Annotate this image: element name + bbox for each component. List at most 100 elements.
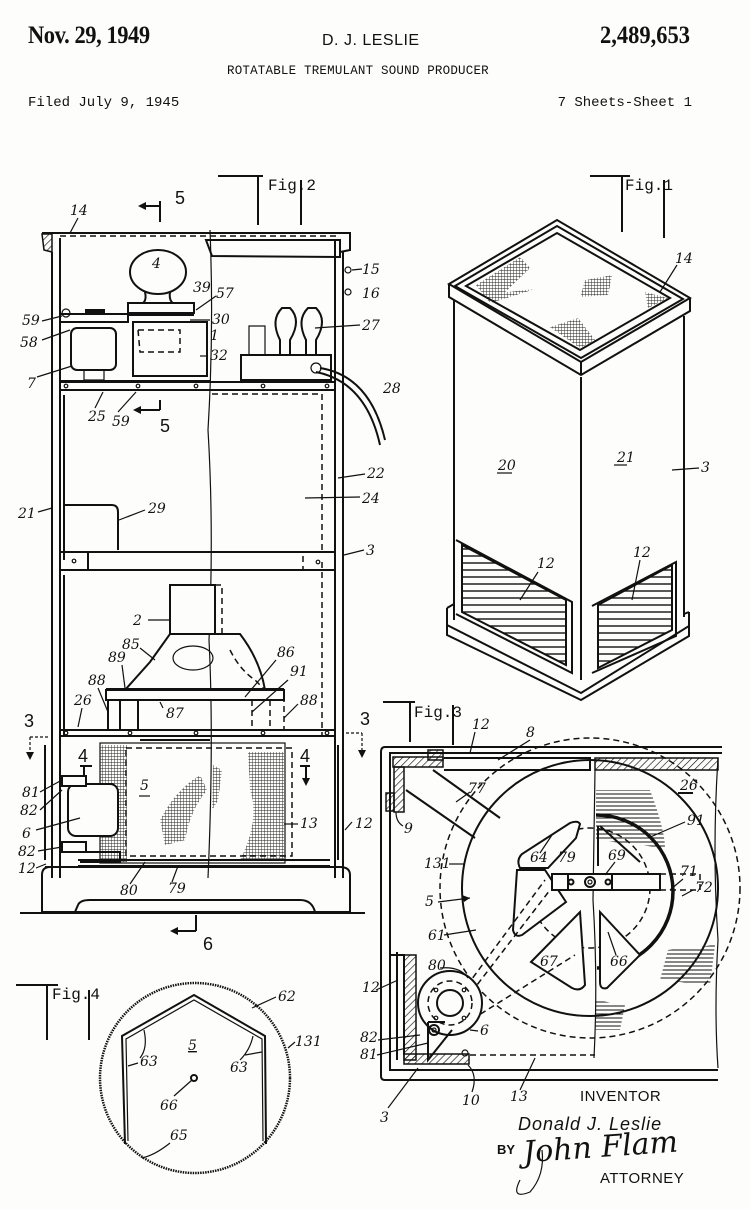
- section-mark-3-left: 3: [24, 711, 48, 760]
- callout: 5: [425, 894, 434, 910]
- section-mark-5-bottom: 5: [133, 400, 170, 436]
- callout: 13: [510, 1089, 528, 1105]
- section-mark-4-left: 4: [78, 746, 92, 776]
- callout: 14: [675, 251, 693, 267]
- callout: 81: [22, 785, 40, 801]
- callout: 66: [160, 1098, 178, 1114]
- callout: 20: [497, 458, 516, 474]
- callout: 91: [290, 664, 308, 680]
- callout: 9: [404, 821, 413, 837]
- figure-1: Fig.1 14 20: [446, 175, 710, 702]
- callout: 8: [526, 725, 535, 741]
- callout: 63: [140, 1054, 158, 1070]
- callout: 82: [360, 1030, 378, 1046]
- fig2-label: Fig.2: [268, 177, 316, 195]
- callout: 28: [382, 381, 401, 397]
- section-label: 5: [175, 188, 185, 208]
- callout: 131: [424, 856, 451, 872]
- callout: 91: [687, 813, 705, 829]
- inventor-heading: INVENTOR: [580, 1088, 662, 1105]
- callout: 7: [27, 376, 36, 392]
- fig2-label-mark: Fig.2: [218, 175, 316, 225]
- callout: 3: [380, 1110, 389, 1126]
- callout: 26: [679, 778, 698, 794]
- section-mark-5-top: 5: [138, 188, 185, 222]
- callout: 131: [295, 1034, 322, 1050]
- callout: 1: [210, 328, 219, 344]
- callout: 67: [540, 954, 558, 970]
- callout: 61: [428, 928, 446, 944]
- fig4-label: Fig.4: [52, 986, 100, 1004]
- callout: 29: [147, 501, 166, 517]
- callout: 12: [362, 980, 380, 996]
- fig2-callouts: 14 4 39 57 30 1 32 59 58 7 15 16: [17, 203, 401, 899]
- callout: 12: [355, 816, 373, 832]
- callout: 21: [17, 506, 36, 522]
- patent-title: ROTATABLE TREMULANT SOUND PRODUCER: [227, 64, 489, 78]
- callout: 79: [558, 850, 576, 866]
- motor-6: [67, 783, 119, 837]
- callout: 59: [112, 414, 130, 430]
- callout: 80: [120, 883, 138, 899]
- callout: 10: [462, 1093, 480, 1109]
- callout: 62: [278, 989, 296, 1005]
- callout: 89: [108, 650, 126, 666]
- callout: 82: [18, 844, 36, 860]
- callout: 63: [230, 1060, 248, 1076]
- callout: 77: [468, 781, 486, 797]
- callout: 86: [277, 645, 295, 661]
- callout: 87: [166, 706, 184, 722]
- attorney-heading: ATTORNEY: [600, 1170, 685, 1187]
- fig3-label: Fig.3: [414, 704, 462, 722]
- callout: 6: [480, 1023, 489, 1039]
- callout: 12: [472, 717, 490, 733]
- callout: 88: [300, 693, 318, 709]
- callout: 32: [210, 348, 228, 364]
- callout: 59: [22, 313, 40, 329]
- figure-4: Fig.4 62 5 63 63 131 66 65: [16, 981, 322, 1175]
- signature-flourish: [516, 1149, 544, 1195]
- section-label: 4: [78, 746, 88, 766]
- callout: 25: [87, 409, 106, 425]
- section-mark-3-right: 3: [346, 709, 370, 758]
- callout: 12: [633, 545, 651, 561]
- fig3-label-mark: Fig.3: [383, 701, 462, 745]
- section-label: 6: [203, 934, 213, 954]
- callout: 12: [537, 556, 555, 572]
- cabinet-top-molding: [41, 233, 53, 253]
- patent-number: 2,489,653: [600, 22, 690, 49]
- fig1-label-mark: Fig.1: [590, 175, 673, 238]
- sheet-count: 7 Sheets-Sheet 1: [557, 95, 692, 111]
- callout: 65: [170, 1128, 188, 1144]
- callout: 12: [18, 861, 36, 877]
- inventor-header: D. J. LESLIE: [322, 32, 420, 49]
- callout: 27: [361, 318, 380, 334]
- callout: 26: [73, 693, 92, 709]
- callout: 85: [122, 637, 140, 653]
- callout: 39: [193, 280, 211, 296]
- motor-7: [70, 327, 117, 371]
- callout: 80: [428, 958, 446, 974]
- callout: 81: [360, 1047, 378, 1063]
- callout: 30: [212, 312, 230, 328]
- section-label: 3: [24, 711, 34, 731]
- callout: 69: [608, 848, 626, 864]
- callout: 5: [140, 778, 149, 794]
- section-label: 3: [360, 709, 370, 729]
- callout: 15: [362, 262, 380, 278]
- figure-2: Fig.2 5: [17, 175, 401, 954]
- section-mark-4-right: 4: [300, 746, 310, 786]
- callout: 58: [20, 335, 38, 351]
- callout: 66: [610, 954, 628, 970]
- callout: 71: [680, 864, 698, 880]
- callout: 13: [300, 816, 318, 832]
- fig4-label-mark: Fig.4: [16, 984, 100, 1040]
- callout: 82: [20, 803, 38, 819]
- callout: 88: [88, 673, 106, 689]
- horn-4: [129, 249, 187, 295]
- section-mark-6: 6: [170, 915, 213, 954]
- callout: 21: [616, 450, 635, 466]
- section-label: 5: [160, 416, 170, 436]
